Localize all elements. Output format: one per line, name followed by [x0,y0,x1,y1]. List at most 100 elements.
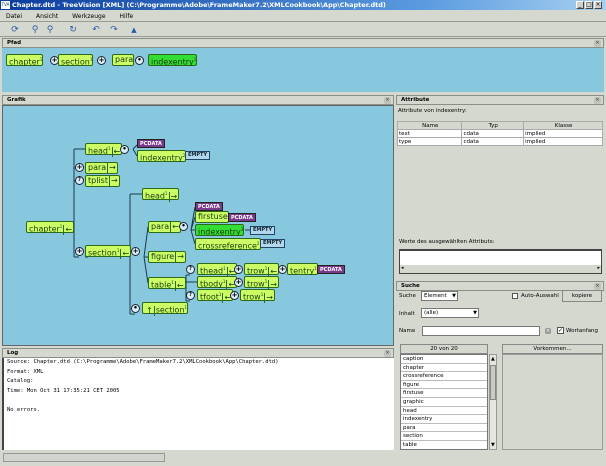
node-section-recursive[interactable]: ↑section1 [142,302,189,316]
undo-icon[interactable]: ↶ [92,25,100,35]
empty-badge: EMPTY [185,151,211,160]
graph-panel-title: Grafik [7,97,26,103]
menu-ansicht[interactable]: Ansicht [36,13,59,20]
menu-datei[interactable]: Datei [6,13,23,20]
title-bar: Chapter.dtd - TreeVision [XML] (C:\Progr… [0,0,606,10]
close-panel-icon[interactable]: × [594,40,601,47]
close-panel-icon[interactable]: × [384,97,391,104]
node-figure[interactable]: figure→ [148,251,186,263]
chevron-down-icon[interactable]: ▼ [473,310,477,316]
node-tentry[interactable]: tentry1 [287,263,318,276]
list-item[interactable]: table [401,440,487,449]
close-panel-icon[interactable]: × [594,283,601,290]
node-firstuse[interactable]: firstuse [195,211,229,223]
node-trow[interactable]: trow1← [244,263,279,277]
scroll-up-icon[interactable]: ▲ [491,356,495,362]
zoom-out-icon[interactable]: ⚲ [46,25,54,35]
chevron-down-icon[interactable]: ▼ [452,293,456,299]
column-header-typ[interactable]: Typ [461,121,525,130]
attribute-value-field[interactable]: ◂▸ [399,249,602,274]
choice-icon: • [179,222,188,231]
name-input[interactable] [422,326,540,336]
node-trow[interactable]: trow1→ [244,276,279,290]
element-list-header[interactable]: 20 von 20 [400,344,488,354]
menu-hilfe[interactable]: Hilfe [119,13,134,20]
inhalt-select[interactable]: (alle)▼ [421,308,479,318]
node-crossreference[interactable]: crossreference2 [195,238,261,251]
scroll-right-icon[interactable]: ▸ [597,265,600,271]
node-tfoot[interactable]: tfoot1← [197,289,234,303]
vertical-scrollbar[interactable]: ▲ ▼ [489,354,497,450]
pcdata-badge: PCDATA [137,139,165,148]
node-indexentry[interactable]: indexentry2 [137,150,187,163]
node-table[interactable]: table1← [148,277,186,291]
horizontal-scrollbar[interactable]: ◂▸ [400,265,601,273]
column-header-klasse[interactable]: Klasse [523,121,603,130]
menu-bar: Datei Ansicht Werkzeuge Hilfe [0,11,606,22]
list-item[interactable]: crossreference [401,372,487,381]
close-panel-icon[interactable]: × [384,350,391,357]
name-label: Name [399,328,416,334]
sequence-icon: + [131,247,140,256]
empty-badge: EMPTY [250,226,276,235]
column-header-name[interactable]: Name [396,121,463,130]
list-item[interactable]: head [401,406,487,416]
node-para[interactable]: para← [148,221,181,233]
path-item-section[interactable]: section1 [58,54,94,67]
node-indexentry-selected[interactable]: indexentry3 [195,224,245,237]
kopiere-button[interactable]: kopiere [562,290,602,302]
node-section[interactable]: section1← [85,245,132,259]
scrollbar-thumb[interactable] [490,365,496,400]
path-item-indexentry[interactable]: indexentry1 [148,54,198,67]
wortanfang-label: Wortanfang [566,328,599,334]
list-item[interactable]: chapter [401,363,487,373]
close-button[interactable]: × [594,1,602,9]
menu-werkzeuge[interactable]: Werkzeuge [72,13,106,20]
suche-select[interactable]: Element▼ [421,291,458,301]
wortanfang-checkbox[interactable]: ✓ [557,327,564,334]
node-head[interactable]: head1← [85,143,123,157]
node-para[interactable]: para→ [85,162,118,174]
log-panel-title: Log [7,350,19,356]
clear-icon[interactable]: × [545,328,551,334]
node-trow[interactable]: trow1→ [240,289,275,303]
list-item[interactable]: caption [401,355,487,364]
redo-icon[interactable]: ↷ [110,25,118,35]
scroll-left-icon[interactable]: ◂ [401,265,404,271]
sequence-icon: + [234,278,243,287]
list-item[interactable]: para [401,423,487,433]
node-tbody[interactable]: tbody1← [197,276,238,290]
refresh-icon[interactable]: ⟳ [11,25,19,35]
occurrences-header[interactable]: Vorkommen... [502,344,603,354]
close-panel-icon[interactable]: × [594,97,601,104]
list-item[interactable]: graphic [401,397,487,407]
scroll-down-icon[interactable]: ▼ [491,442,495,448]
pcdata-badge: PCDATA [228,213,256,222]
inhalt-label: Inhalt [399,311,415,317]
sequence-icon: + [278,265,287,274]
zoom-in-icon[interactable]: ⚲ [31,25,39,35]
node-head[interactable]: head1→ [142,188,180,202]
list-item[interactable]: firstuse [401,389,487,398]
auto-auswahl-checkbox[interactable] [512,293,518,299]
list-item[interactable]: figure [401,380,487,390]
auto-auswahl-label: Auto-Auswahl [521,293,559,299]
node-tplist[interactable]: tplist→ [85,175,120,187]
sequence-icon: + [234,265,243,274]
node-chapter[interactable]: chapter1← [26,221,75,235]
drop-icon[interactable]: ▲ [131,26,137,34]
log-line: Catalog: [7,378,34,385]
sync-icon[interactable]: ↻ [69,25,77,35]
node-thead[interactable]: thead1← [197,263,238,277]
maximize-button[interactable]: □ [585,1,593,9]
list-item[interactable]: section [401,432,487,441]
path-item-para[interactable]: para [112,54,135,66]
sequence-icon: + [75,163,84,172]
minimize-button[interactable]: _ [576,1,584,9]
list-item[interactable]: indexentry [401,415,487,424]
graph-panel-header: Grafik × [2,95,394,105]
optional-icon: ? [75,176,84,185]
path-item-chapter[interactable]: chapter1 [6,54,44,67]
